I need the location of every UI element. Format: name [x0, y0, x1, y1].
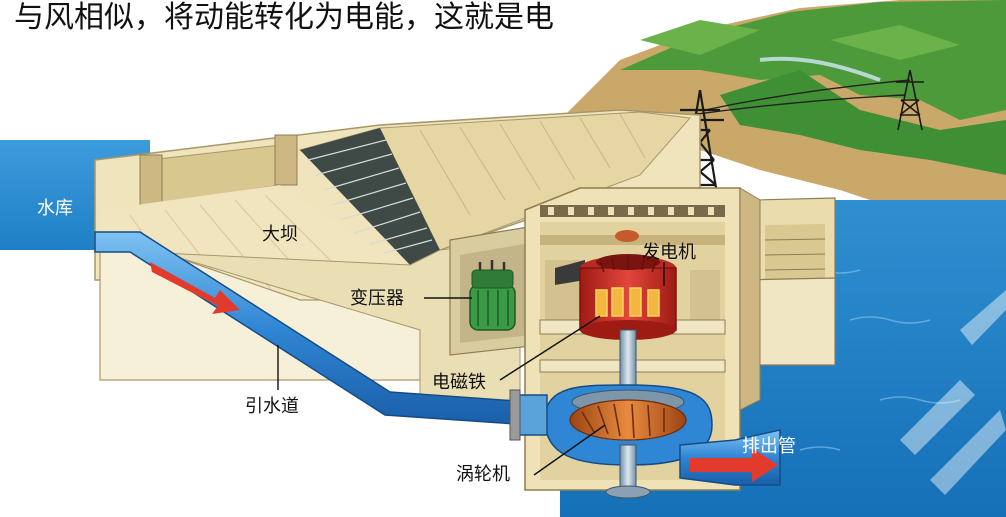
turbine: [544, 384, 713, 499]
pylon-far: [896, 69, 924, 131]
header-text: 与风相似，将动能转化为电能，这就是电: [14, 0, 554, 35]
electromagnet: [595, 287, 660, 317]
generator: [579, 254, 677, 340]
label-outlet: 排出管: [742, 436, 796, 457]
transformer: [469, 260, 516, 331]
label-reservoir: 水库: [37, 198, 73, 219]
label-turbine: 涡轮机: [456, 464, 510, 485]
outflow-arrow: [690, 448, 778, 482]
inflow-arrow: [150, 262, 240, 314]
label-dam: 大坝: [262, 224, 298, 245]
label-intake: 引水道: [245, 396, 299, 417]
hills: [560, 0, 1006, 210]
powerhouse: [509, 187, 836, 499]
label-electromagnet: 电磁铁: [432, 372, 486, 393]
transformer-room: [449, 224, 541, 356]
leader-lines: [277, 262, 665, 476]
label-generator: 发电机: [642, 242, 696, 263]
label-transformer: 变压器: [350, 288, 404, 309]
